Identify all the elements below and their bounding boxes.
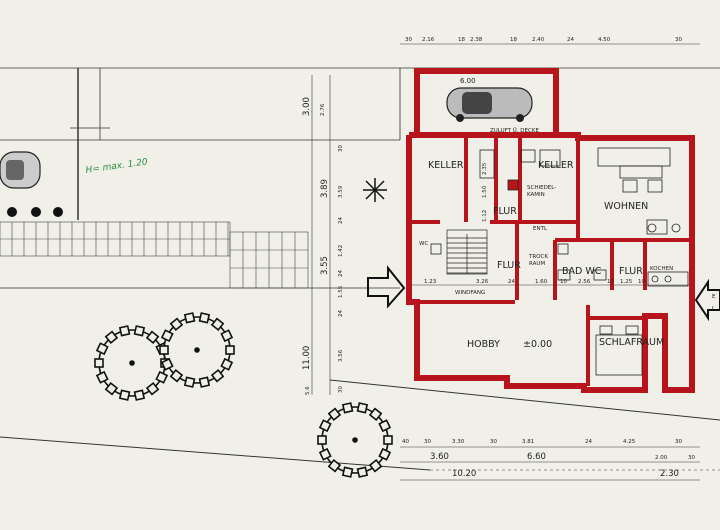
bottom-dim-row1: 4.25 — [623, 439, 636, 445]
interior-dim: 24 — [508, 279, 515, 285]
bottom-dim-row1: 30 — [424, 439, 431, 445]
room-label-trock-1: TROCK — [528, 254, 548, 260]
interior-walls — [409, 138, 692, 386]
bottom-dim-row1: 3.30 — [452, 439, 465, 445]
handwritten-note: H= max. 1.20 — [85, 157, 149, 176]
bottom-dim-row1: 30 — [490, 439, 497, 445]
left-dim-inner: 24 — [338, 217, 344, 224]
interior-dim: 1.60 — [535, 279, 548, 285]
left-dim-inner: 2.76 — [320, 103, 326, 116]
bottom-dim-row1: 40 — [402, 439, 409, 445]
room-label-kochen: KOCHEN — [650, 266, 673, 272]
shrub-icon — [363, 178, 387, 202]
site-lines — [0, 67, 720, 471]
left-dim-inner: 1.42 — [338, 245, 344, 257]
right-edge-label: E — [712, 294, 716, 300]
right-edge-label: L — [712, 306, 716, 312]
interior-dim: 10 — [560, 279, 567, 285]
interior-dim: 3.26 — [476, 279, 489, 285]
left-dim-inner: 30 — [338, 386, 344, 393]
interior-dim: 10 — [638, 279, 645, 285]
garage-car-icon — [446, 87, 533, 122]
room-label-entl: ENTL — [533, 226, 548, 232]
bottom-dim-row3: 10.20 — [452, 469, 476, 479]
bottom-dim-row2: 3.60 — [430, 452, 449, 462]
room-label-windfang: WINDFANG — [455, 290, 485, 296]
top-dim: 4.50 — [598, 37, 611, 43]
room-label-flur-stair: FLUR — [497, 260, 521, 271]
shrub-row — [7, 207, 63, 217]
interior-dim: 1.50 — [482, 185, 488, 198]
left-dim-inner: 3.56 — [338, 349, 344, 362]
car-icon — [0, 151, 41, 189]
room-label-schlafraum: SCHLAFRAUM — [599, 337, 664, 348]
room-label-wohnen: WOHNEN — [604, 201, 648, 212]
left-dim-outer: 3.55 — [320, 256, 330, 275]
side-entrance-arrow-icon — [694, 278, 720, 322]
left-dim-outer: 3.00 — [302, 97, 312, 116]
paving-grid — [0, 221, 309, 289]
left-dim-inner: 24 — [338, 310, 344, 317]
top-dim: 2.16 — [422, 37, 435, 43]
left-dim-outer: 3.89 — [320, 179, 330, 198]
interior-dim: 1.12 — [482, 210, 488, 222]
bottom-dim-row2: 30 — [688, 455, 695, 461]
room-label-flur-upper: FLUR — [493, 206, 517, 217]
room-label-flur-right: FLUR — [619, 266, 643, 277]
left-dim-inner: 3.59 — [338, 185, 344, 198]
bottom-dim-row2: 6.60 — [527, 452, 546, 462]
interior-dim: 10 — [607, 279, 614, 285]
room-label-keller-right: KELLER — [538, 160, 574, 171]
furniture — [430, 147, 689, 376]
entrance-arrow-icon — [367, 265, 406, 309]
room-label-hobby: HOBBY — [467, 339, 500, 350]
left-dim-inner: 1.55 — [338, 285, 344, 298]
room-label-keller-left: KELLER — [428, 160, 464, 171]
left-dim-inner: 24 — [338, 270, 344, 277]
bottom-dim-row1: 24 — [585, 439, 592, 445]
room-level-hobby: ±0.00 — [523, 339, 552, 350]
label-zuluft: ZULUFT Ü. DECKE — [490, 127, 539, 134]
bottom-dim-row1: 3.81 — [522, 439, 534, 445]
left-dim-outer: 11.00 — [302, 346, 312, 370]
top-dim: 18 — [510, 37, 517, 43]
bottom-dim-row3: 2.30 — [660, 469, 679, 479]
label-schiedel-1: SCHIEDEL- — [527, 185, 556, 191]
interior-dim: 1.25 — [620, 279, 633, 285]
left-dim-base: 5.6 — [305, 386, 311, 395]
bottom-dim-row2: 2.00 — [655, 455, 668, 461]
top-dim: 2.40 — [532, 37, 545, 43]
top-dim: 2.38 — [470, 37, 483, 43]
interior-dim: 2.35 — [482, 162, 488, 175]
dimension-lines — [311, 43, 700, 481]
left-dim-inner: 30 — [338, 145, 344, 152]
interior-dim: 1.23 — [424, 279, 437, 285]
room-label-trock-2: RAUM — [529, 261, 545, 267]
top-dim: 18 — [458, 37, 465, 43]
room-label-bad-wc: BAD WC — [562, 266, 602, 277]
top-dim: 30 — [675, 37, 682, 43]
top-dim: 24 — [567, 37, 574, 43]
room-label-wc: WC — [419, 241, 428, 247]
bottom-dim-row1: 30 — [675, 439, 682, 445]
exterior-walls — [406, 68, 695, 393]
top-dim: 30 — [405, 37, 412, 43]
label-schiedel-2: KAMIN — [527, 192, 545, 198]
interior-dim: 2.56 — [578, 279, 591, 285]
garage-width-dim: 6.00 — [460, 77, 476, 85]
staircase — [446, 229, 488, 275]
